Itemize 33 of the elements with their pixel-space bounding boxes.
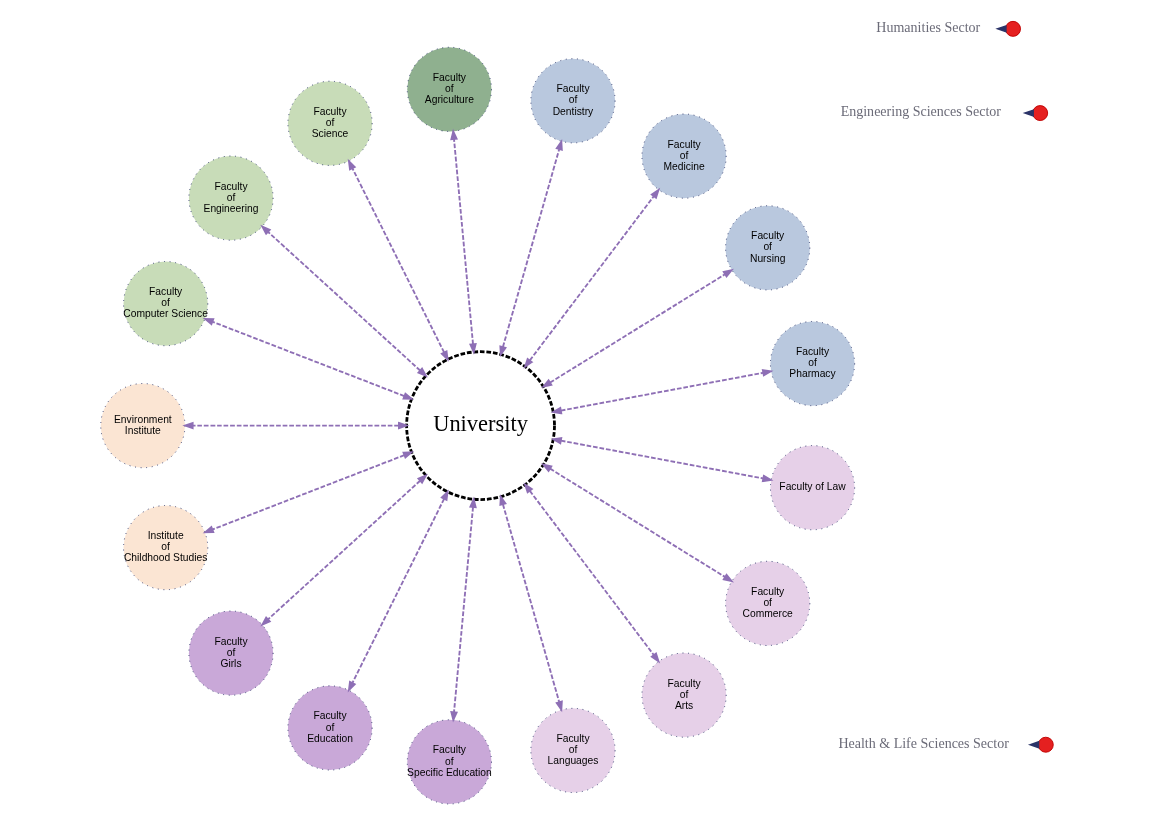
arrow <box>449 128 477 355</box>
node-circle: Faculty of Dentistry <box>529 58 616 144</box>
arrow <box>550 369 773 415</box>
arrow <box>259 224 428 378</box>
arrow <box>347 158 449 362</box>
arrow <box>259 473 428 627</box>
node-circle: Institute of Childhood Studies <box>122 505 208 591</box>
arrow <box>540 268 734 389</box>
arrow <box>202 451 414 534</box>
node-text: Engineering Sciences Sector <box>840 103 1001 120</box>
node-text: Humanities Sector <box>875 19 980 36</box>
arrow <box>523 187 660 369</box>
arrow <box>498 494 563 713</box>
node-circle: Faculty of Education <box>286 685 373 771</box>
node-circle: Faculty of Pharmacy <box>769 321 855 407</box>
node-circle: Faculty of Agriculture <box>406 46 492 132</box>
arrow <box>449 496 477 723</box>
node-circle: Environment Institute <box>99 383 185 469</box>
arrow <box>540 463 734 583</box>
node-text: Health & Life Sciences Sector <box>837 735 1009 751</box>
node-circle: Faculty of Languages <box>529 707 616 793</box>
arrow <box>550 436 773 483</box>
node-circle: Faculty of Commerce <box>724 560 810 646</box>
node-circle: Faculty of Specific Education <box>406 719 492 805</box>
arrow <box>202 317 414 400</box>
arrow <box>181 421 409 430</box>
node-circle: Faculty of Science <box>286 80 373 166</box>
arrow <box>347 489 449 693</box>
arrow <box>523 482 660 664</box>
arrow <box>498 139 563 358</box>
node-circle: Faculty of Nursing <box>724 205 810 291</box>
node-circle: Faculty of Law <box>769 445 855 531</box>
node-circle: Faculty of Computer Science <box>122 261 208 347</box>
